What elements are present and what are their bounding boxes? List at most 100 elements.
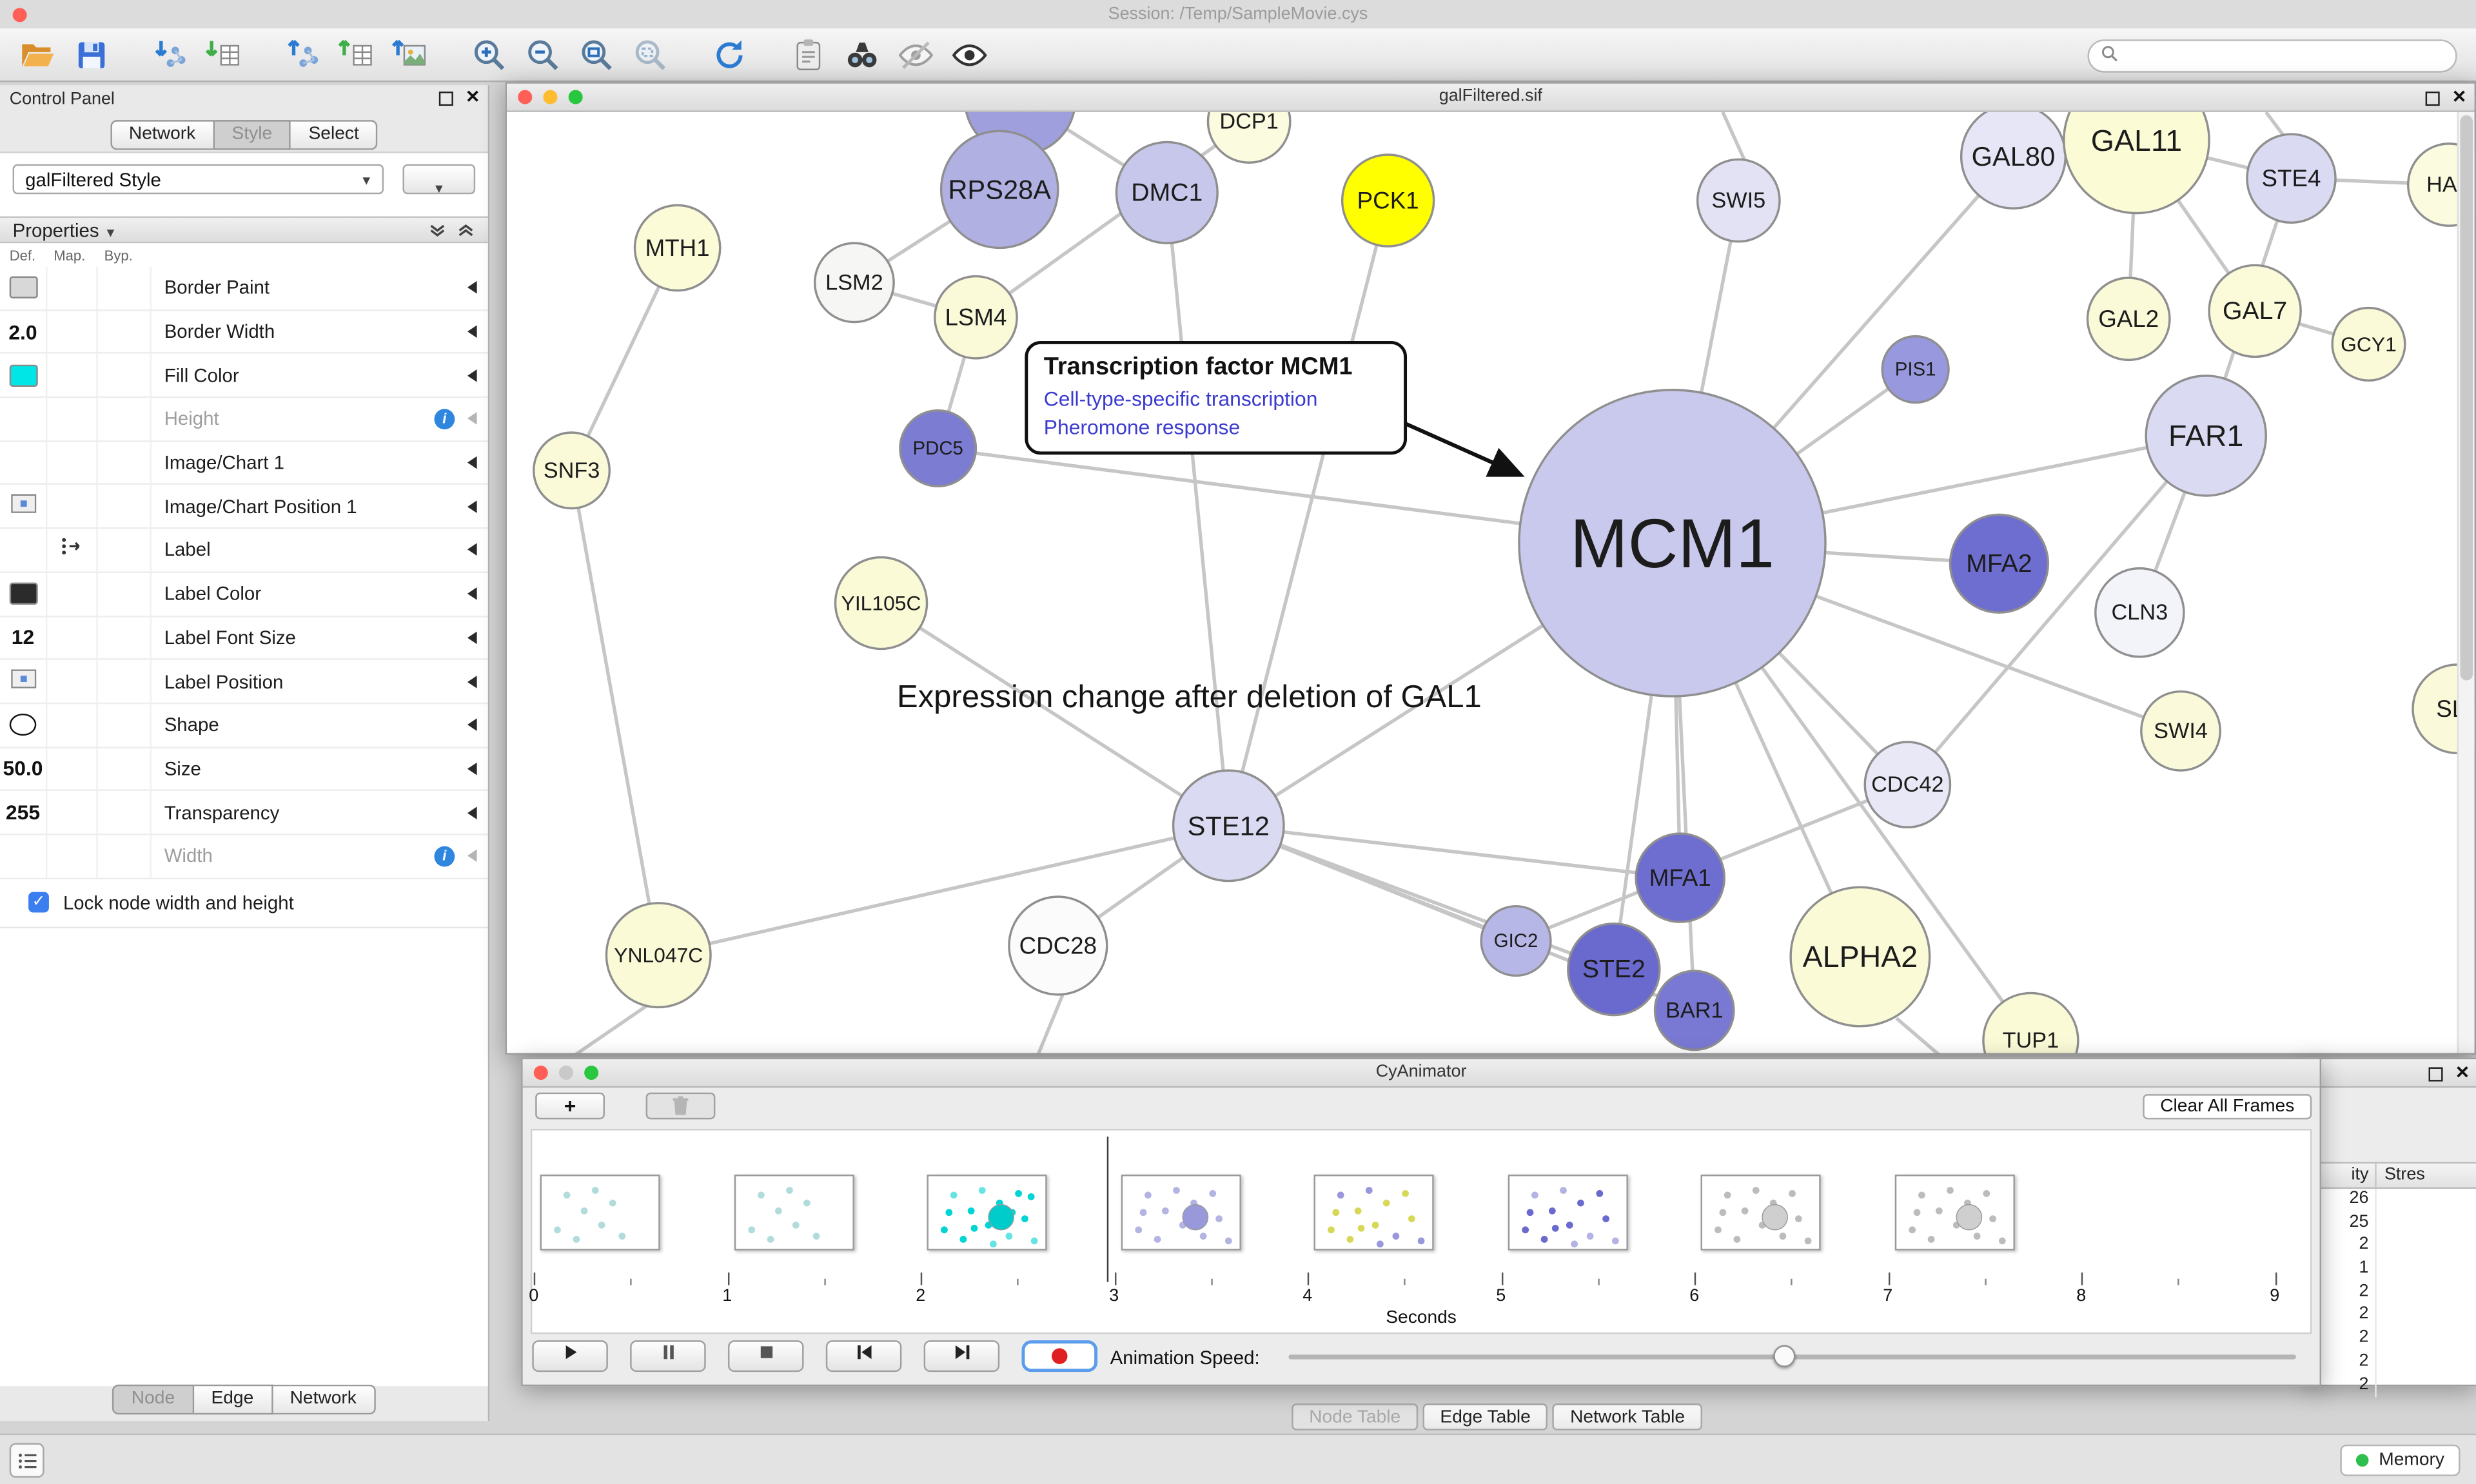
frame-thumbnail-0[interactable]	[540, 1175, 660, 1251]
timeline-playhead[interactable]	[1106, 1137, 1109, 1282]
frame-thumbnail-7[interactable]	[1894, 1175, 2014, 1251]
node-circle[interactable]	[1863, 741, 1952, 828]
search-box[interactable]	[2087, 39, 2457, 73]
node-YNL047C[interactable]: YNL047C	[605, 902, 712, 1009]
tab-network[interactable]: Network	[110, 120, 215, 150]
expand-row-icon[interactable]	[467, 675, 477, 688]
pause-button[interactable]	[630, 1340, 706, 1372]
node-circle[interactable]	[834, 556, 928, 650]
default-value-cell[interactable]	[0, 485, 48, 528]
node-circle[interactable]	[934, 275, 1018, 360]
property-row-image-chart-1[interactable]: Image/Chart 1	[0, 442, 488, 485]
scrollbar-thumb[interactable]	[2460, 115, 2473, 681]
node-circle[interactable]	[1567, 922, 1661, 1017]
memory-button[interactable]: Memory	[2341, 1444, 2461, 1476]
annotation-link-1[interactable]: Cell-type-specific transcription	[1043, 387, 1318, 411]
record-button[interactable]	[1021, 1340, 1098, 1372]
node-GAL2[interactable]: GAL2	[2086, 277, 2171, 362]
table-row[interactable]: 2	[2310, 1235, 2476, 1258]
node-circle[interactable]	[2331, 306, 2406, 382]
bypass-cell[interactable]	[98, 835, 152, 877]
mapping-cell[interactable]	[47, 616, 98, 659]
node-STE4[interactable]: STE4	[2246, 133, 2337, 224]
node-SWI4[interactable]: SWI4	[2140, 690, 2221, 772]
node-GIC2[interactable]: GIC2	[1480, 905, 1552, 977]
default-value-cell[interactable]: 255	[0, 791, 48, 834]
default-value-cell[interactable]: 12	[0, 616, 48, 659]
expand-row-icon[interactable]	[467, 281, 477, 295]
node-LSM4[interactable]: LSM4	[934, 275, 1018, 360]
bypass-cell[interactable]	[98, 354, 152, 396]
default-value-cell[interactable]	[0, 266, 48, 309]
default-value-cell[interactable]	[0, 354, 48, 396]
node-circle[interactable]	[1982, 991, 2079, 1053]
edge-STE12-YIL105C[interactable]	[880, 601, 1230, 828]
hide-details-icon[interactable]	[894, 32, 938, 77]
stop-button[interactable]	[727, 1340, 804, 1372]
bypass-cell[interactable]	[98, 660, 152, 703]
property-row-fill-color[interactable]: Fill Color	[0, 354, 488, 398]
open-session-icon[interactable]	[15, 32, 60, 77]
node-PCK1[interactable]: PCK1	[1341, 153, 1435, 248]
expand-all-icon[interactable]	[457, 221, 475, 240]
default-value[interactable]: 255	[5, 800, 41, 825]
expand-row-icon[interactable]	[467, 456, 477, 469]
property-row-label-color[interactable]: Label Color	[0, 572, 488, 617]
mapping-cell[interactable]	[47, 442, 98, 484]
edge-STE12-YNL047C[interactable]	[658, 824, 1229, 957]
table-row[interactable]: 2	[2310, 1281, 2476, 1305]
info-icon[interactable]: i	[434, 846, 455, 866]
bypass-cell[interactable]	[98, 398, 152, 440]
node-circle[interactable]	[2140, 690, 2221, 772]
mcm1-annotation[interactable]: Transcription factor MCM1 Cell-type-spec…	[1025, 340, 1408, 455]
edge-FAR1-CDC42[interactable]	[1906, 434, 2208, 786]
default-value-cell[interactable]: 2.0	[0, 310, 48, 353]
node-circle[interactable]	[1518, 389, 1827, 698]
node-YIL105C[interactable]: YIL105C	[834, 556, 928, 650]
node-SNF3[interactable]: SNF3	[533, 431, 611, 510]
property-row-label[interactable]: Label	[0, 529, 488, 573]
slider-thumb[interactable]	[1773, 1345, 1795, 1367]
network-vertical-scrollbar[interactable]	[2457, 112, 2475, 1053]
default-value-cell[interactable]	[0, 660, 48, 703]
node-MFA1[interactable]: MFA1	[1635, 832, 1726, 923]
export-table-icon[interactable]	[335, 32, 379, 77]
node-circle[interactable]	[2145, 375, 2268, 497]
bypass-cell[interactable]	[98, 266, 152, 309]
node-circle[interactable]	[939, 130, 1059, 249]
node-GCY1[interactable]: GCY1	[2331, 306, 2406, 382]
color-swatch[interactable]	[8, 583, 37, 605]
zoom-traffic-light-icon[interactable]	[584, 1066, 599, 1080]
mapping-cell[interactable]	[47, 485, 98, 528]
default-value-cell[interactable]	[0, 572, 48, 615]
node-GAL80[interactable]: GAL80	[1960, 112, 2067, 210]
expand-row-icon[interactable]	[467, 806, 477, 819]
default-value-cell[interactable]	[0, 703, 48, 747]
node-PDC5[interactable]: PDC5	[899, 409, 978, 488]
panel-tab-network[interactable]: Network	[272, 1384, 376, 1415]
expand-row-icon[interactable]	[467, 631, 477, 644]
node-circle[interactable]	[1653, 970, 1735, 1051]
node-PIS1[interactable]: PIS1	[1881, 335, 1950, 404]
delete-frame-button[interactable]	[645, 1092, 716, 1120]
node-circle[interactable]	[633, 204, 722, 292]
node-circle[interactable]	[1635, 832, 1726, 923]
animation-speed-slider[interactable]	[1288, 1345, 2296, 1367]
import-table-icon[interactable]	[202, 32, 246, 77]
node-STE2[interactable]: STE2	[1567, 922, 1661, 1017]
node-circle[interactable]	[2063, 112, 2210, 215]
mapping-cell[interactable]	[47, 529, 98, 572]
expand-row-icon[interactable]	[467, 587, 477, 600]
node-RPS28A[interactable]: RPS28A	[939, 130, 1059, 249]
close-traffic-light-icon[interactable]	[533, 1066, 548, 1080]
node-CDC28[interactable]: CDC28	[1008, 895, 1108, 996]
node-LSM2[interactable]: LSM2	[813, 242, 895, 324]
mapping-cell[interactable]	[47, 791, 98, 834]
tab-select[interactable]: Select	[291, 120, 378, 150]
